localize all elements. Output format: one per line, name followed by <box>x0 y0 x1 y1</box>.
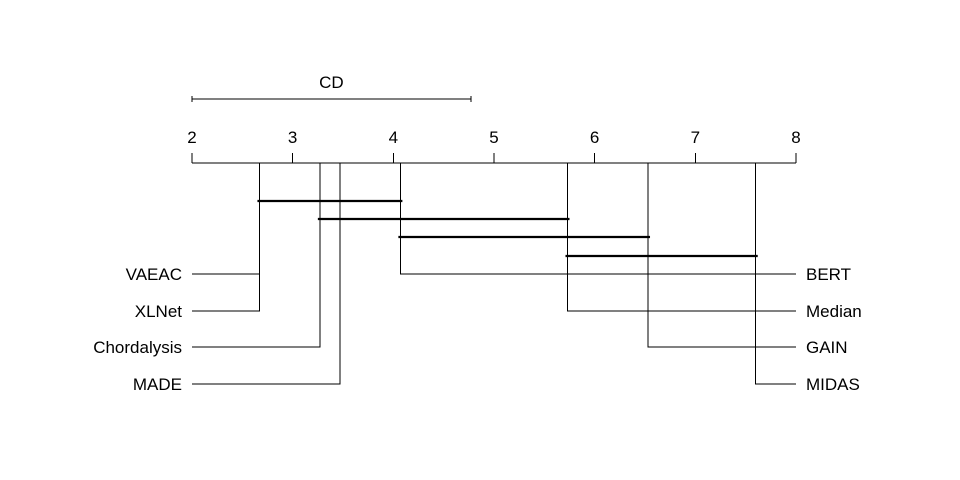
method-label: MIDAS <box>806 375 860 394</box>
tick-label: 5 <box>489 128 498 147</box>
method-label: GAIN <box>806 338 848 357</box>
method-label: XLNet <box>135 302 183 321</box>
tick-label: 4 <box>389 128 398 147</box>
cliques <box>257 199 758 258</box>
method-connector <box>647 163 796 348</box>
method-label: MADE <box>133 375 182 394</box>
method-connector <box>192 163 321 348</box>
cd-bar: CD <box>191 73 472 102</box>
method-connector <box>566 163 796 312</box>
method-label: BERT <box>806 265 851 284</box>
tick-label: 7 <box>691 128 700 147</box>
method-label: VAEAC <box>126 265 182 284</box>
tick-label: 8 <box>791 128 800 147</box>
cd-label: CD <box>319 73 344 92</box>
rank-axis: 2 3 4 5 6 7 8 <box>187 128 801 164</box>
method-connector <box>192 163 341 385</box>
tick-label: 6 <box>590 128 599 147</box>
tick-label: 3 <box>288 128 297 147</box>
method-connector <box>192 163 260 275</box>
method-connector <box>755 163 796 385</box>
method-connector <box>399 163 796 275</box>
method-label: Median <box>806 302 862 321</box>
method-label: Chordalysis <box>93 338 182 357</box>
method-connector <box>192 163 260 312</box>
tick-label: 2 <box>187 128 196 147</box>
